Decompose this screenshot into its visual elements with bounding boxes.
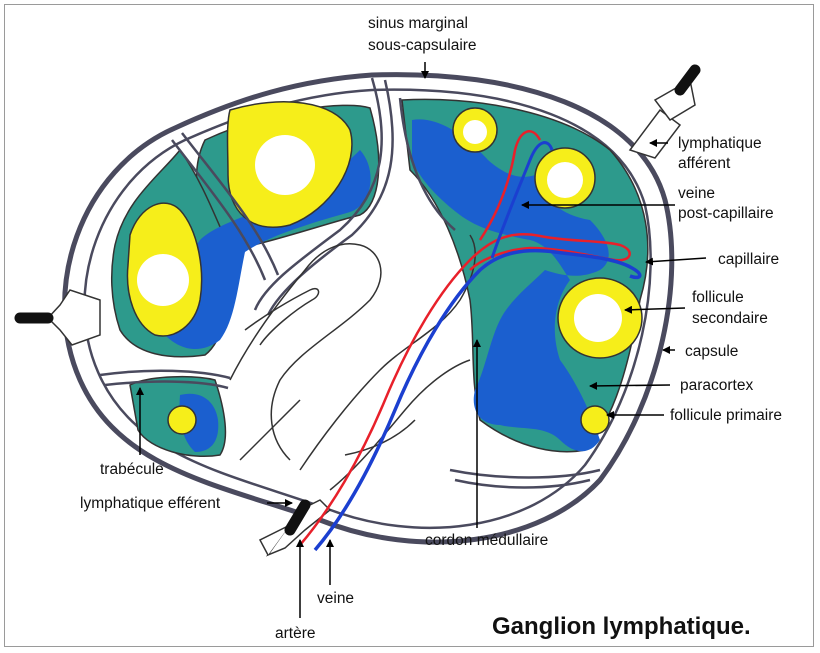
label-foll-sec-line1: follicule <box>692 289 744 306</box>
label-capillaire: capillaire <box>718 251 779 268</box>
label-cordon: cordon médullaire <box>425 532 548 549</box>
label-trabecule: trabécule <box>100 461 164 478</box>
label-foll-sec-line2: secondaire <box>692 310 768 327</box>
label-veine-pc-line2: post-capillaire <box>678 205 774 222</box>
label-lymph-aff-line1: lymphatique <box>678 135 762 152</box>
efferent-lymphatic-left <box>20 290 100 345</box>
label-veine-pc-line1: veine <box>678 185 715 202</box>
label-foll-prim: follicule primaire <box>670 407 782 424</box>
label-paracortex: paracortex <box>680 377 753 394</box>
label-lymph-eff: lymphatique efférent <box>80 495 221 512</box>
diagram-title: Ganglion lymphatique. <box>492 613 751 640</box>
label-artere: artère <box>275 625 316 642</box>
label-veine: veine <box>317 590 354 607</box>
label-sinus-line2: sous-capsulaire <box>368 37 477 54</box>
label-capsule: capsule <box>685 343 738 360</box>
label-sinus-line1: sinus marginal <box>368 15 468 32</box>
label-lymph-aff-line2: afférent <box>678 155 731 172</box>
